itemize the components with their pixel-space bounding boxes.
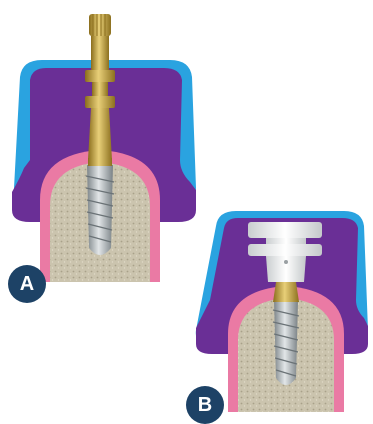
implant-b [273,300,299,385]
abutment-b [273,282,299,302]
panel-b [196,211,368,412]
label-badge-b: B [186,386,224,424]
label-badge-a: A [8,265,46,303]
panel-a [12,14,196,282]
implant-a [86,165,114,255]
